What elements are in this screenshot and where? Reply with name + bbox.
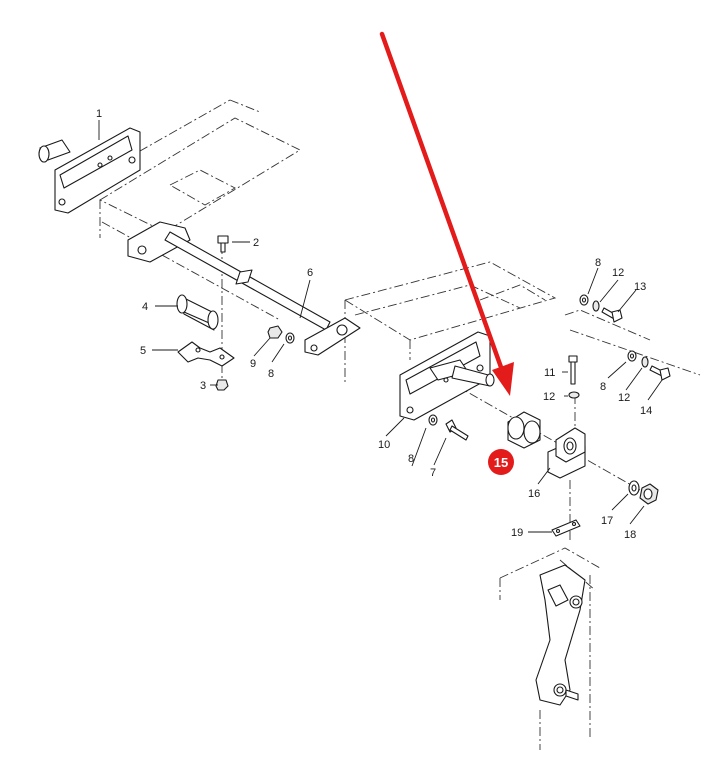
callout-1: 1 bbox=[96, 108, 102, 120]
callout-17: 17 bbox=[601, 515, 613, 527]
callout-5: 5 bbox=[140, 345, 146, 357]
callout-2: 2 bbox=[253, 237, 259, 249]
part-15-bushing bbox=[507, 411, 541, 449]
callout-15: 15 bbox=[494, 455, 508, 470]
lower-arm-assembly bbox=[535, 564, 591, 750]
part-10-mounting-plate bbox=[399, 331, 495, 421]
part-1-mounting-plate bbox=[38, 127, 141, 214]
callout-16: 16 bbox=[528, 488, 540, 500]
part-8-washer-a bbox=[285, 332, 295, 344]
callout-12-a: 12 bbox=[543, 391, 555, 403]
callout-4: 4 bbox=[142, 301, 148, 313]
part-11-bolt bbox=[568, 355, 578, 385]
part-8-washer-c bbox=[579, 294, 589, 306]
highlight-badge-15: 15 bbox=[488, 449, 514, 475]
callout-8-b: 8 bbox=[408, 453, 414, 465]
callout-8-c: 8 bbox=[595, 257, 601, 269]
callout-labels: 1 2 3 4 5 6 7 8 8 8 8 9 10 11 12 12 12 1… bbox=[96, 108, 652, 541]
callout-12-c: 12 bbox=[618, 392, 630, 404]
part-9-nut bbox=[267, 325, 283, 339]
part-12-washer-b bbox=[592, 300, 600, 312]
part-8-washer-d bbox=[627, 350, 637, 362]
part-16-bearing-housing bbox=[547, 427, 586, 479]
callout-7: 7 bbox=[430, 467, 436, 479]
part-13-bolt bbox=[601, 307, 623, 323]
part-18-nut bbox=[639, 483, 659, 505]
callout-3: 3 bbox=[200, 380, 206, 392]
part-14-bolt bbox=[649, 365, 671, 381]
red-pointer-arrow bbox=[379, 31, 514, 396]
part-8-washer-b bbox=[428, 414, 438, 426]
frame-outline-middle bbox=[343, 261, 557, 385]
part-7-bolt bbox=[445, 419, 469, 441]
callout-19: 19 bbox=[511, 527, 523, 539]
callout-14: 14 bbox=[640, 405, 652, 417]
callout-10: 10 bbox=[378, 439, 390, 451]
callout-8-d: 8 bbox=[600, 381, 606, 393]
part-2-bolt bbox=[217, 235, 229, 253]
part-12-washer-c bbox=[641, 356, 649, 368]
callout-6: 6 bbox=[307, 267, 313, 279]
callout-11: 11 bbox=[544, 367, 555, 379]
part-17-washer bbox=[628, 480, 640, 496]
callout-8-a: 8 bbox=[268, 368, 274, 380]
callout-13: 13 bbox=[634, 281, 646, 293]
callout-12-b: 12 bbox=[612, 267, 624, 279]
part-3-nut bbox=[215, 379, 229, 391]
callout-9: 9 bbox=[250, 358, 256, 370]
part-6-transverse-bar bbox=[127, 221, 361, 356]
part-5-clamp bbox=[177, 341, 235, 367]
part-12-washer-a bbox=[568, 391, 580, 399]
leader-lines bbox=[98, 120, 663, 533]
part-19-bracket bbox=[551, 519, 581, 537]
callout-18: 18 bbox=[624, 529, 636, 541]
part-4-sleeve bbox=[176, 294, 219, 331]
